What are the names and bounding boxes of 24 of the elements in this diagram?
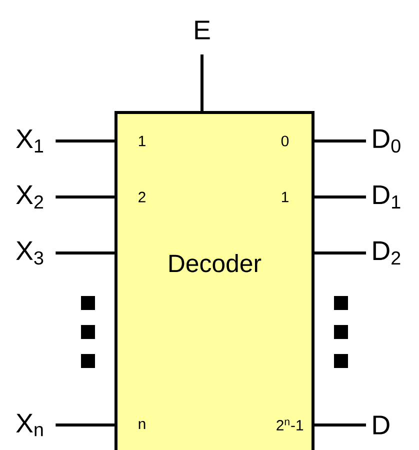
- wire: [56, 424, 114, 426]
- wire: [314, 424, 366, 426]
- pin-number: 2$^{n}$-1: [276, 420, 304, 430]
- wire: [56, 252, 114, 254]
- pin-number: 1: [138, 136, 146, 146]
- wire: [56, 140, 114, 142]
- signal-label: D$_{2}$: [373, 241, 400, 265]
- signal-label: D$_{1}$: [373, 186, 400, 208]
- wire: [56, 196, 114, 198]
- signal-label: X$_{1}$: [16, 130, 44, 152]
- pin-number: n: [138, 421, 146, 430]
- signal-label: X$_{n}$: [16, 414, 43, 436]
- pin-number: 1: [282, 192, 288, 202]
- wire: [314, 140, 366, 142]
- signal-label: E: [195, 20, 210, 40]
- signal-label: X$_{2}$: [16, 185, 44, 209]
- signal-label: D$_{0}$: [373, 129, 400, 153]
- wire: [314, 252, 366, 254]
- pin-number: 2: [138, 192, 146, 202]
- wire: [314, 196, 366, 198]
- wire: [200, 54, 204, 111]
- pin-number: 0: [281, 136, 289, 146]
- signal-label: X$_{3}$: [16, 241, 44, 265]
- signal-label: D: [373, 416, 390, 434]
